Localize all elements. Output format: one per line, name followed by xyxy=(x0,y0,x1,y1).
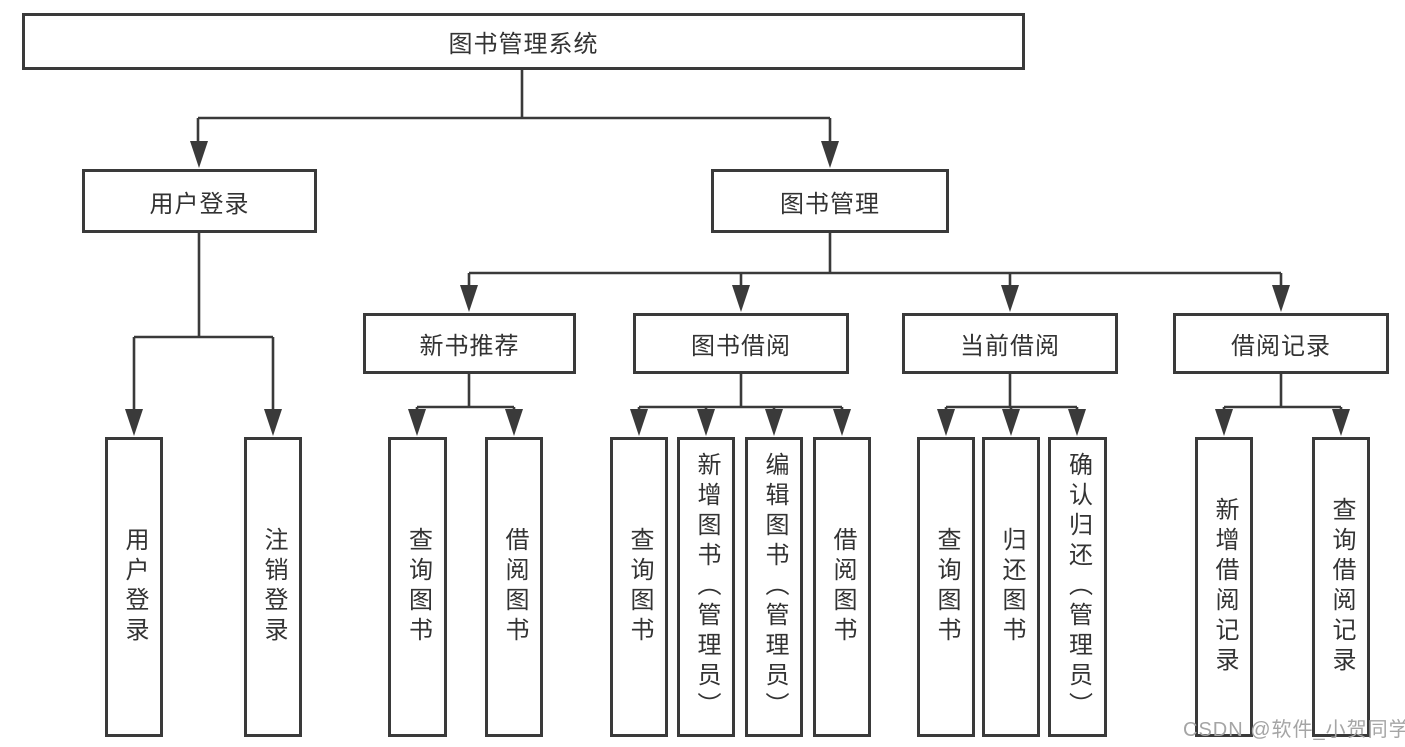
leaf-bb-query: 查询图书 xyxy=(610,437,668,737)
node-user-login-label: 用户登录 xyxy=(149,190,250,218)
node-book-mgmt-label: 图书管理 xyxy=(780,190,880,218)
node-root: 图书管理系统 xyxy=(22,13,1025,70)
leaf-rec-borrow-label: 借阅图书 xyxy=(501,527,528,647)
leaf-bb-borrow-label: 借阅图书 xyxy=(829,527,856,647)
leaf-rec-borrow: 借阅图书 xyxy=(485,437,543,737)
leaf-logout: 注销登录 xyxy=(244,437,302,737)
leaf-logout-label: 注销登录 xyxy=(260,527,287,647)
node-current-borrow: 当前借阅 xyxy=(902,313,1118,374)
leaf-br-add: 新增借阅记录 xyxy=(1195,437,1253,737)
leaf-bb-edit: 编辑图书（管理员） xyxy=(745,437,803,737)
leaf-bb-borrow: 借阅图书 xyxy=(813,437,871,737)
node-book-borrow: 图书借阅 xyxy=(633,313,849,374)
node-user-login: 用户登录 xyxy=(82,169,317,233)
leaf-bb-add: 新增图书（管理员） xyxy=(677,437,735,737)
leaf-cb-query: 查询图书 xyxy=(917,437,975,737)
leaf-rec-query: 查询图书 xyxy=(388,437,447,737)
node-borrow-record-label: 借阅记录 xyxy=(1231,333,1331,360)
leaf-br-query-label: 查询借阅记录 xyxy=(1328,497,1355,677)
csdn-watermark: CSDN @软件_小贺同学 xyxy=(1183,719,1405,741)
leaf-cb-query-label: 查询图书 xyxy=(933,527,960,647)
leaf-rec-query-label: 查询图书 xyxy=(404,527,432,647)
node-book-borrow-label: 图书借阅 xyxy=(691,333,791,360)
node-current-borrow-label: 当前借阅 xyxy=(960,333,1060,360)
leaf-cb-return: 归还图书 xyxy=(982,437,1040,737)
leaf-br-query: 查询借阅记录 xyxy=(1312,437,1370,737)
leaf-bb-add-label: 新增图书（管理员） xyxy=(693,452,720,722)
leaf-cb-return-label: 归还图书 xyxy=(998,527,1025,647)
node-book-mgmt: 图书管理 xyxy=(711,169,949,233)
leaf-cb-confirm-label: 确认归还（管理员） xyxy=(1064,452,1092,722)
node-root-label: 图书管理系统 xyxy=(448,31,599,58)
leaf-cb-confirm: 确认归还（管理员） xyxy=(1048,437,1107,737)
leaf-bb-query-label: 查询图书 xyxy=(626,527,653,647)
node-borrow-record: 借阅记录 xyxy=(1173,313,1389,374)
leaf-login: 用户登录 xyxy=(105,437,163,737)
leaf-login-label: 用户登录 xyxy=(121,527,148,647)
node-new-book-rec: 新书推荐 xyxy=(363,313,576,374)
leaf-br-add-label: 新增借阅记录 xyxy=(1211,497,1238,677)
arrowheads xyxy=(125,141,1350,436)
leaf-bb-edit-label: 编辑图书（管理员） xyxy=(761,452,788,722)
node-new-book-rec-label: 新书推荐 xyxy=(419,333,520,360)
